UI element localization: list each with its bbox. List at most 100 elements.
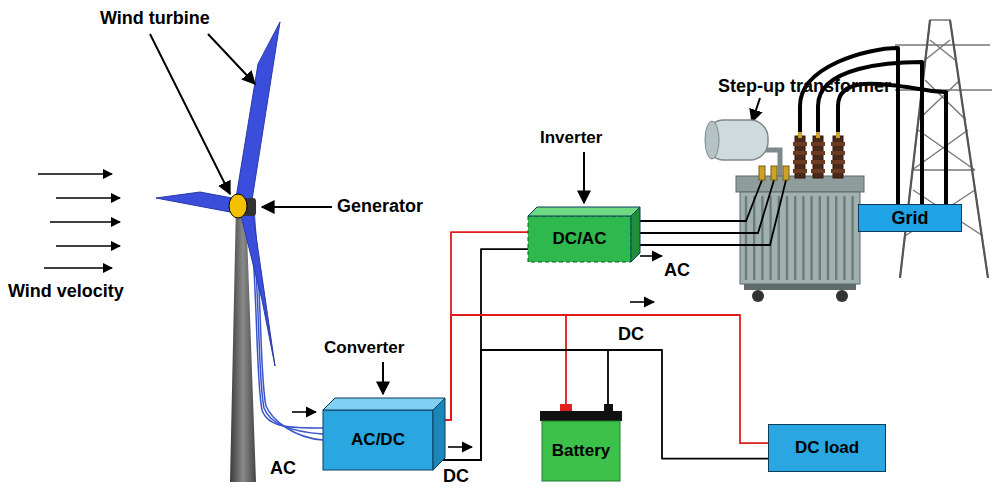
- bushing-shed: [811, 142, 825, 146]
- leader-arrows-part: [583, 152, 585, 203]
- lv-wire: [700, 180, 774, 233]
- node-text-area: AC/DC: [323, 410, 433, 470]
- node-text-area: DC load: [768, 424, 886, 472]
- part-label: AC: [664, 260, 690, 281]
- box-front: [323, 410, 433, 470]
- hv-cable: [816, 106, 820, 136]
- inverter-box-face: DC/AC: [528, 207, 640, 262]
- wheel: [836, 290, 848, 302]
- cooling-fin: [810, 196, 812, 280]
- node-text-area: Battery: [542, 421, 620, 481]
- wind-arrows-part: [38, 173, 112, 175]
- box-outline: [769, 425, 886, 472]
- wire-line: [445, 315, 566, 420]
- bushing-shed: [831, 151, 845, 155]
- wind-turbine-part: [252, 212, 323, 434]
- dc-load-box: DC load: [768, 424, 886, 472]
- battery-body: [542, 421, 620, 481]
- bushing-shed: [793, 142, 807, 146]
- bushing-shed: [811, 151, 825, 155]
- node-label: DC load: [795, 438, 859, 458]
- converter-box: AC/DC Converter: [318, 338, 450, 472]
- wind-arrows-part: [56, 245, 120, 247]
- wind-turbine: [156, 22, 323, 482]
- leader-arrows-part: [150, 34, 230, 194]
- cooling-fin: [851, 196, 853, 280]
- conservator-end: [705, 121, 719, 159]
- bushing-shed: [831, 169, 845, 173]
- part-label: Generator: [337, 196, 423, 217]
- box-side: [433, 398, 445, 470]
- bushing-shed: [793, 151, 807, 155]
- lv-wire: [700, 180, 762, 221]
- cooling-fin: [802, 196, 804, 280]
- part-label: AC: [270, 458, 296, 479]
- wind-arrows-part: [44, 267, 112, 269]
- bushing-cap: [836, 132, 840, 138]
- cooling-fin: [843, 196, 845, 280]
- converter-box-face: AC/DC: [323, 398, 445, 470]
- cooling-fin: [835, 196, 837, 280]
- box-front: [528, 216, 631, 262]
- box-top: [323, 398, 445, 410]
- cooling-fin: [827, 196, 829, 280]
- battery-lid: [540, 411, 622, 421]
- lv-wire: [700, 180, 786, 245]
- part-label: Wind velocity: [8, 281, 124, 302]
- bushing-shed: [831, 160, 845, 164]
- wind-turbine-part: [229, 194, 247, 218]
- leader-arrows-part: [752, 98, 760, 122]
- cooling-fin: [753, 196, 755, 280]
- hv-cable: [798, 106, 802, 136]
- flow-arrows-part: [630, 301, 654, 303]
- bushing-cap: [816, 132, 820, 138]
- lv-bushing: [759, 166, 765, 180]
- wind-turbine-part: [156, 192, 232, 212]
- leader-arrows-part: [262, 206, 332, 208]
- positive-terminal: [560, 404, 572, 412]
- step-up-transformer: Step-up transformer: [700, 76, 880, 304]
- wire-line: [640, 220, 700, 222]
- node-label: Grid: [891, 208, 928, 229]
- wheel: [752, 290, 764, 302]
- cooling-fin: [745, 196, 747, 280]
- cooling-fin: [819, 196, 821, 280]
- node-heading: Converter: [324, 338, 404, 358]
- bushing-shed: [793, 160, 807, 164]
- wire-line: [445, 232, 528, 420]
- leader-arrows: [150, 34, 760, 394]
- node-text-area: Grid: [858, 204, 962, 232]
- battery-face: Battery: [538, 404, 624, 482]
- part-label: DC: [618, 324, 644, 345]
- wind-arrows: [38, 174, 120, 268]
- lv-bushing: [783, 166, 789, 180]
- transformer-drawing: [700, 106, 864, 302]
- node-label: DC/AC: [553, 229, 607, 249]
- node-heading: Step-up transformer: [718, 76, 891, 97]
- pylon: [895, 20, 992, 278]
- box-side: [631, 207, 640, 262]
- tank-base: [744, 284, 856, 290]
- flow-arrows-part: [292, 411, 316, 413]
- conservator-tank: [706, 120, 768, 160]
- lv-bushing: [771, 166, 777, 180]
- wire-line: [640, 232, 700, 234]
- box-outline: [859, 205, 962, 232]
- wind-turbine-part: [236, 22, 280, 200]
- dc-load-box-face: DC load: [768, 424, 886, 472]
- wind-turbine-part: [254, 212, 323, 440]
- part-label: DC: [443, 466, 469, 487]
- cooling-fin: [794, 196, 796, 280]
- box-top: [528, 207, 640, 216]
- flow-arrows-part: [640, 255, 662, 257]
- negative-terminal: [604, 404, 613, 412]
- bushing-shed: [831, 142, 845, 146]
- leader-arrows-part: [382, 362, 384, 394]
- wind-arrows-part: [50, 221, 120, 223]
- bushing-cap: [798, 132, 802, 138]
- node-text-area: DC/AC: [528, 216, 631, 262]
- bushing-shed: [811, 169, 825, 173]
- wind-turbine-part: [240, 208, 275, 366]
- grid-box: Grid: [858, 204, 962, 232]
- flow-arrows-part: [448, 446, 472, 448]
